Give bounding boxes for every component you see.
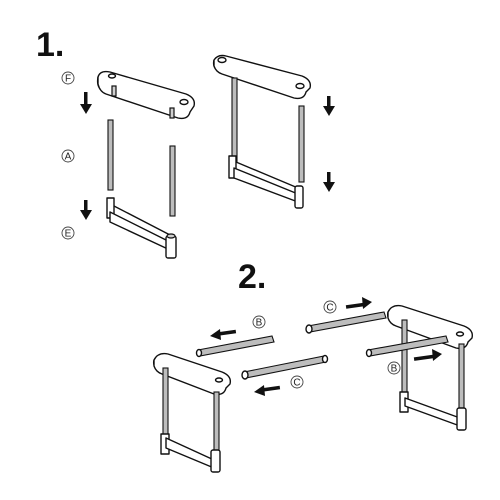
down-arrow-icon	[80, 200, 92, 220]
rod-C-upper	[305, 311, 387, 334]
label-B-upper-circle: B	[252, 315, 266, 329]
down-arrow-icon	[323, 96, 335, 116]
rod-A-right	[169, 145, 176, 217]
bottom-frame-E	[106, 197, 177, 259]
left-end-frame	[152, 352, 232, 473]
label-A: A	[65, 152, 72, 163]
rod-B-upper	[195, 335, 275, 358]
label-C-lower: C	[293, 378, 300, 389]
step-1-number: 1.	[36, 26, 64, 64]
label-F: F	[65, 74, 71, 85]
rod-right-right	[298, 105, 305, 183]
label-B-lower-circle: B	[387, 361, 401, 375]
label-B-upper: B	[256, 318, 263, 329]
step1-right-group	[212, 54, 335, 209]
label-C-upper-circle: C	[323, 300, 337, 314]
rod-right-left	[231, 77, 238, 163]
label-B-lower: B	[391, 364, 398, 375]
left-arrow-icon	[254, 385, 281, 396]
right-arrow-icon	[413, 349, 442, 361]
label-C-upper: C	[326, 303, 333, 314]
label-C-lower-circle: C	[290, 375, 304, 389]
rod-C-lower	[241, 354, 329, 380]
right-arrow-icon	[345, 297, 372, 309]
rod-B-lower	[365, 335, 449, 358]
right-end-frame	[386, 304, 474, 431]
down-arrow-icon	[323, 172, 335, 192]
label-F-circle: F	[61, 71, 75, 85]
left-arrow-icon	[210, 329, 237, 340]
label-E: E	[65, 229, 72, 240]
top-frame-F	[96, 70, 196, 120]
step1-left-group: F A E	[61, 70, 196, 259]
step-2-number: 2.	[238, 258, 266, 296]
top-frame-right	[212, 54, 312, 100]
label-E-circle: E	[61, 226, 75, 240]
label-A-circle: A	[61, 149, 75, 163]
down-arrow-icon	[80, 92, 92, 114]
bottom-frame-right	[228, 155, 304, 209]
rod-A-left	[107, 119, 114, 191]
step2-group: B C C	[152, 297, 474, 473]
